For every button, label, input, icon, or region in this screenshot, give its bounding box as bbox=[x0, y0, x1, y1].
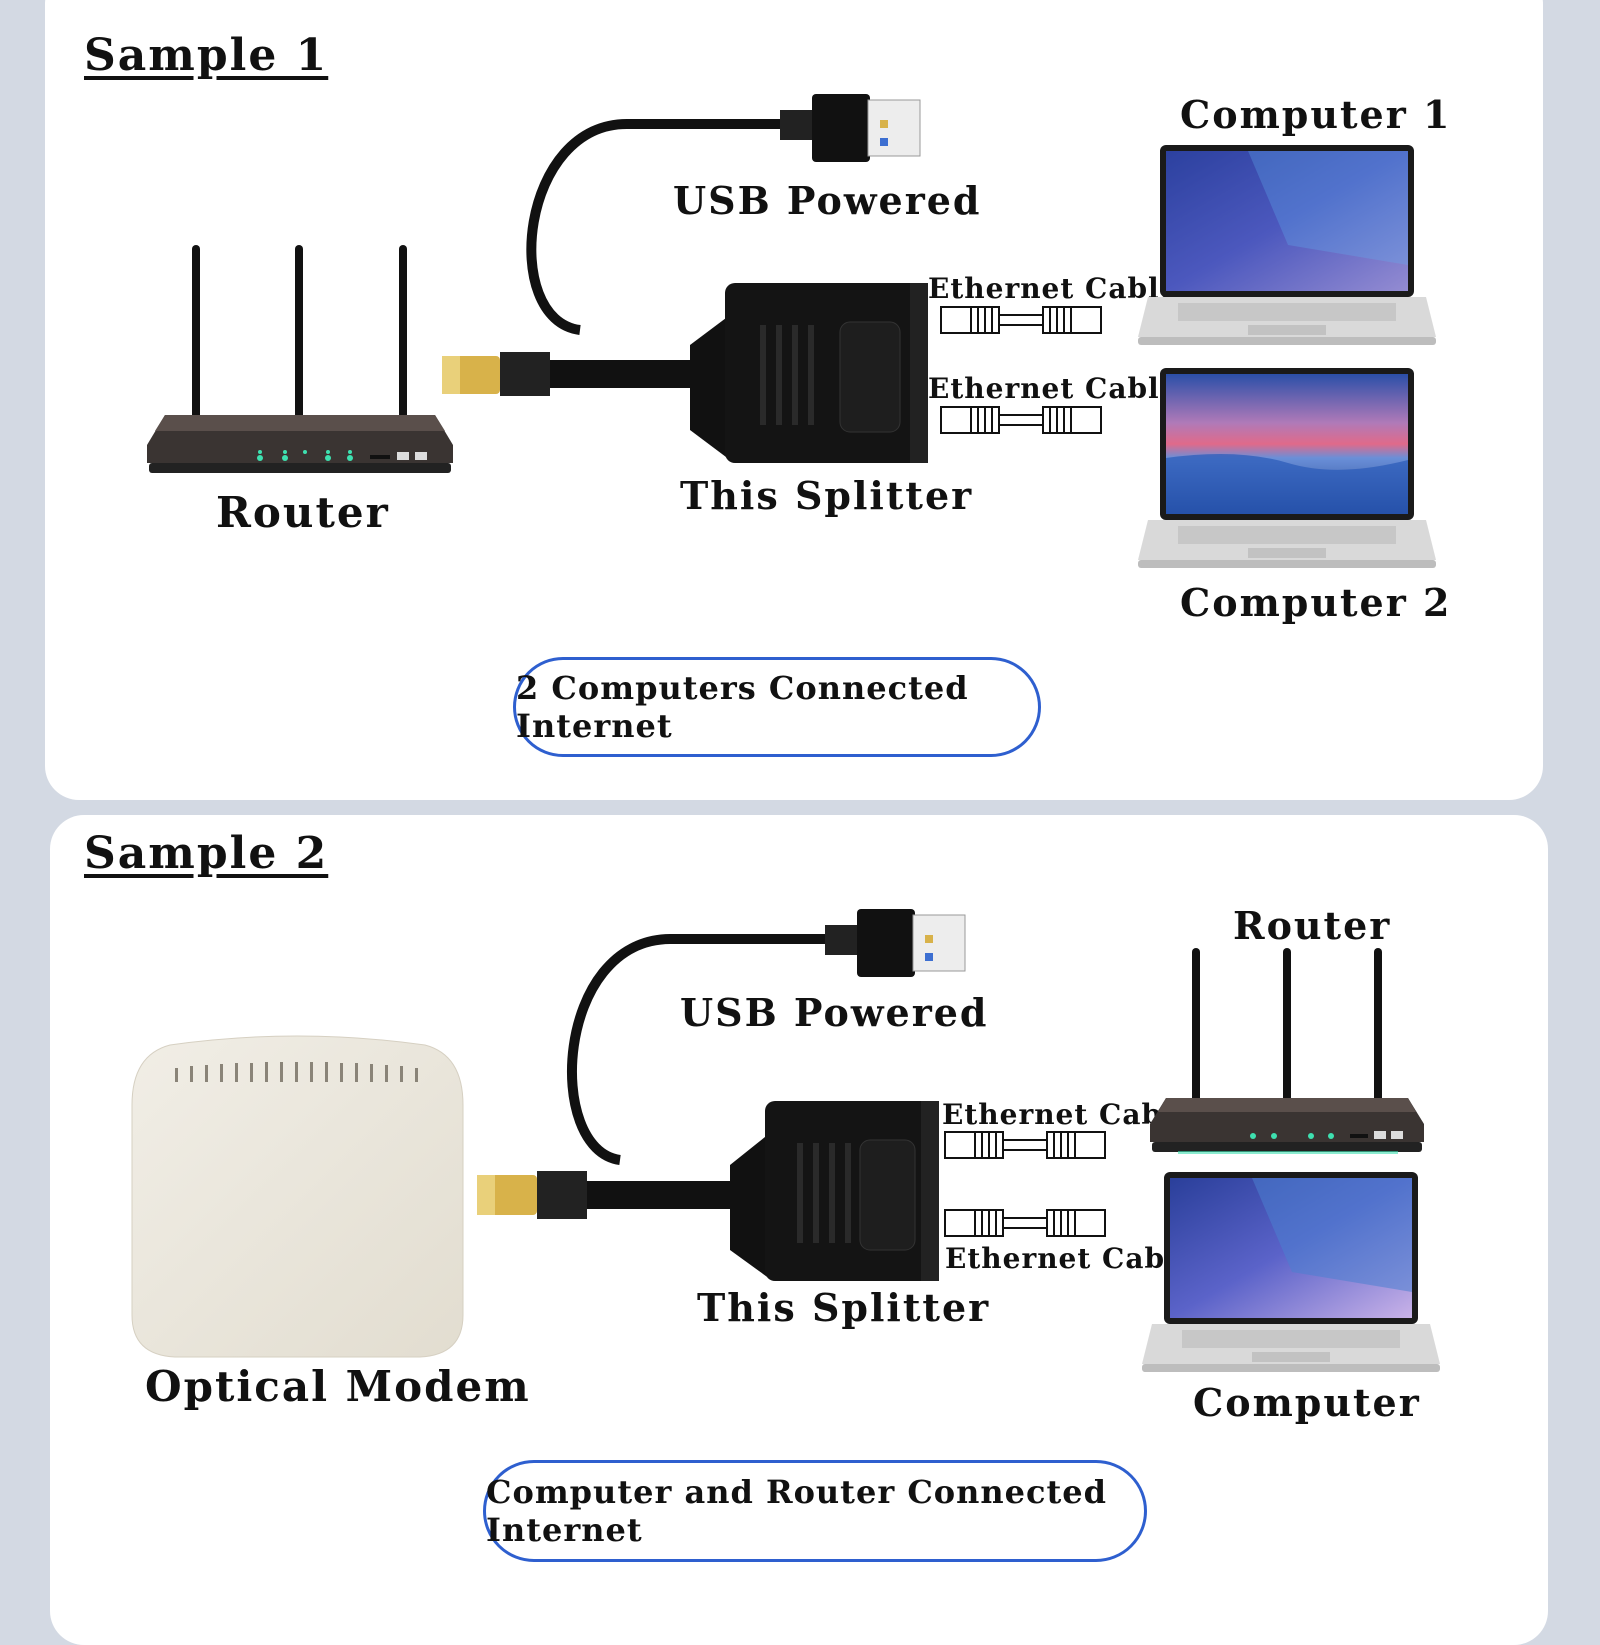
summary-pill: 2 Computers Connected Internet bbox=[513, 657, 1041, 757]
usb-powered-label: USB Powered bbox=[673, 178, 982, 223]
router-label: Router bbox=[1233, 903, 1392, 948]
laptop-icon bbox=[1138, 145, 1436, 345]
usb-plug-icon bbox=[812, 94, 870, 162]
ethernet-cable-label: Ethernet Cable bbox=[945, 1242, 1196, 1275]
sample-1-title: Sample 1 bbox=[84, 30, 329, 81]
modem-icon bbox=[131, 1035, 464, 1358]
laptop-icon bbox=[1138, 368, 1436, 568]
splitter-label: This Splitter bbox=[697, 1285, 991, 1330]
computer-2-label: Computer 2 bbox=[1180, 580, 1452, 625]
optical-modem-label: Optical Modem bbox=[145, 1362, 531, 1411]
sample-2-title: Sample 2 bbox=[84, 828, 329, 879]
ethernet-cable-icon bbox=[944, 1131, 1106, 1159]
computer-label: Computer bbox=[1193, 1380, 1421, 1425]
router-icon bbox=[1150, 948, 1424, 1154]
ethernet-cable-label: Ethernet Cable bbox=[942, 1098, 1193, 1131]
computer-1-label: Computer 1 bbox=[1180, 92, 1452, 137]
summary-pill: Computer and Router Connected Internet bbox=[483, 1460, 1147, 1562]
router-label: Router bbox=[216, 488, 390, 537]
splitter-label: This Splitter bbox=[680, 473, 974, 518]
ethernet-cable-label: Ethernet Cable bbox=[928, 272, 1179, 305]
laptop-icon bbox=[1142, 1172, 1440, 1372]
router-icon bbox=[147, 245, 453, 473]
splitter-icon bbox=[442, 94, 928, 463]
usb-plug-icon bbox=[857, 909, 915, 977]
ethernet-cable-label: Ethernet Cable bbox=[928, 372, 1179, 405]
usb-powered-label: USB Powered bbox=[680, 990, 989, 1035]
ethernet-cable-icon bbox=[940, 306, 1102, 334]
splitter-icon bbox=[477, 909, 966, 1281]
ethernet-cable-icon bbox=[944, 1209, 1106, 1237]
ethernet-cable-icon bbox=[940, 406, 1102, 434]
